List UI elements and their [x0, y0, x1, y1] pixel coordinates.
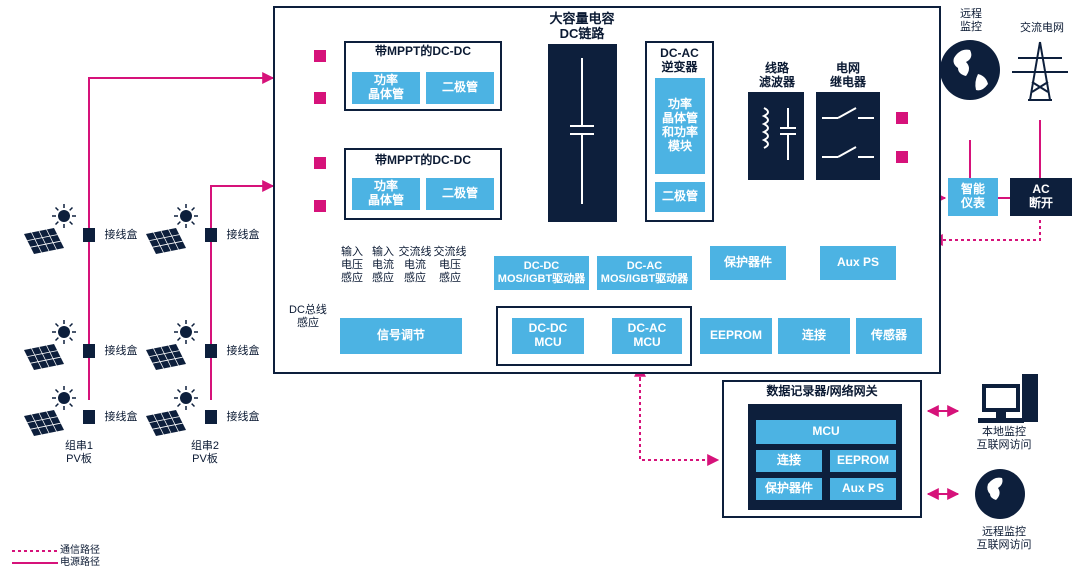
- gateway-title: 数据记录器/网络网关: [766, 384, 878, 398]
- dcac-mcu: DC-AC MCU: [612, 318, 682, 354]
- filter-block: [748, 92, 804, 180]
- dcac-diode: 二极管: [655, 182, 705, 212]
- relay-title: 电网 继电器: [829, 61, 866, 89]
- sense-ac-current: 交流线 电流 感应: [398, 246, 432, 285]
- ac-disconnect: AC 断开: [1028, 182, 1053, 210]
- gateway-connection: 连接: [756, 450, 822, 472]
- string2-label: 组串2 PV板: [190, 440, 220, 466]
- dcdc-top-diode: 二极管: [426, 72, 494, 104]
- input-terminal: [314, 200, 326, 212]
- dcac-driver: DC-AC MOS/IGBT驱动器: [597, 256, 692, 290]
- gateway-protection: 保护器件: [756, 478, 822, 500]
- junction-box: [83, 344, 95, 358]
- sensor: 传感器: [856, 318, 922, 354]
- solar-panel-icon: [146, 204, 198, 254]
- smart-meter: 智能 仪表: [948, 178, 998, 216]
- relay-block: [816, 92, 880, 180]
- protection-device: 保护器件: [710, 246, 786, 280]
- dcdc-top-title: 带MPPT的DC-DC: [375, 44, 471, 58]
- sense-dc-bus: DC总线 感应: [289, 304, 327, 330]
- input-terminal: [314, 157, 326, 169]
- junction-box-label: 接线盒: [104, 345, 138, 357]
- dcac-title: DC-AC 逆变器: [660, 46, 699, 74]
- dcdc-bottom-transistor: 功率 晶体管: [352, 178, 420, 210]
- dcdc-mcu: DC-DC MCU: [512, 318, 584, 354]
- junction-box: [83, 228, 95, 242]
- eeprom: EEPROM: [700, 318, 772, 354]
- sense-input-voltage: 输入 电压 感应: [341, 246, 363, 285]
- output-terminal: [896, 151, 908, 163]
- junction-box-label: 接线盒: [226, 229, 260, 241]
- dcdc-bottom-diode: 二极管: [426, 178, 494, 210]
- remote-monitor-label: 远程 监控: [960, 8, 982, 34]
- dcdc-driver: DC-DC MOS/IGBT驱动器: [494, 256, 589, 290]
- solar-panel-icon: [24, 204, 76, 254]
- gateway-eeprom: EEPROM: [830, 450, 896, 472]
- legend-comm: 通信路径: [60, 545, 100, 556]
- string1-label: 组串1 PV板: [64, 440, 94, 466]
- ac-disconnect-box: [1010, 178, 1072, 216]
- solar-panel-icon: [24, 386, 76, 436]
- remote-access-label: 远程监控 互联网访问: [976, 526, 1032, 552]
- dcdc-bottom-title: 带MPPT的DC-DC: [375, 153, 471, 167]
- capacitor-title: 大容量电容 DC链路: [549, 11, 615, 41]
- junction-box: [83, 410, 95, 424]
- legend-power: 电源路径: [60, 557, 100, 568]
- filter-title: 线路 滤波器: [758, 61, 795, 89]
- signal-conditioning: 信号调节: [340, 318, 462, 354]
- gateway-aux-ps: Aux PS: [830, 478, 896, 500]
- aux-ps: Aux PS: [820, 246, 896, 280]
- sense-ac-voltage: 交流线 电压 感应: [433, 246, 467, 285]
- junction-box: [205, 410, 217, 424]
- sense-input-current: 输入 电流 感应: [372, 246, 394, 285]
- junction-box-label: 接线盒: [104, 229, 138, 241]
- junction-box-label: 接线盒: [226, 411, 260, 423]
- dcac-module: 功率 晶体管 和功率 模块: [655, 78, 705, 174]
- solar-panel-icon: [146, 320, 198, 370]
- dcdc-top-transistor: 功率 晶体管: [352, 72, 420, 104]
- junction-box: [205, 344, 217, 358]
- ac-grid-label: 交流电网: [1020, 22, 1064, 34]
- connection: 连接: [778, 318, 850, 354]
- solar-panel-icon: [146, 386, 198, 436]
- output-terminal: [896, 112, 908, 124]
- input-terminal: [314, 92, 326, 104]
- junction-box: [205, 228, 217, 242]
- junction-box-label: 接线盒: [226, 345, 260, 357]
- local-access-label: 本地监控 互联网访问: [976, 426, 1032, 452]
- solar-panel-icon: [24, 320, 76, 370]
- gateway-mcu: MCU: [756, 420, 896, 444]
- junction-box-label: 接线盒: [104, 411, 138, 423]
- input-terminal: [314, 50, 326, 62]
